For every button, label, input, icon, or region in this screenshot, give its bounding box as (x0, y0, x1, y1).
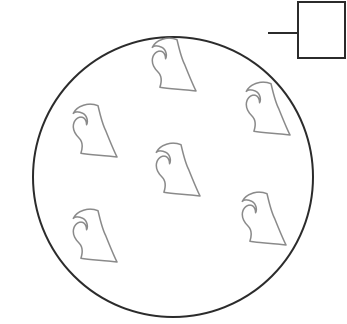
curl-shape-icon (152, 38, 196, 91)
curl-shape-icon (156, 143, 200, 196)
curl-shape-icon (73, 209, 117, 262)
label-box (298, 2, 345, 58)
curl-shape-icon (242, 192, 286, 245)
curl-shape-icon (73, 104, 117, 157)
